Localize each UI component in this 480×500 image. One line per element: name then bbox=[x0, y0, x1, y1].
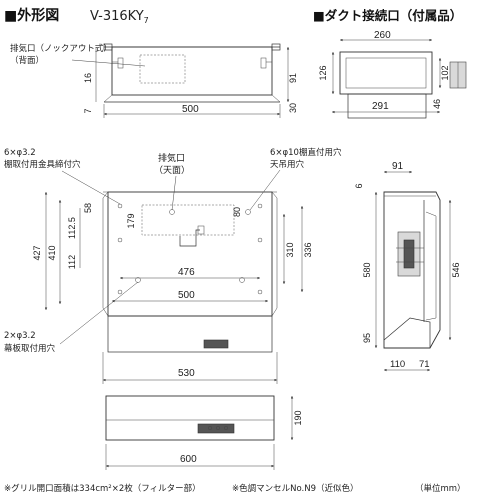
holes-shelf-label: 6×φ3.2 bbox=[4, 148, 36, 158]
exhaust-back-label: 排気口（ノックアウト式） bbox=[10, 43, 112, 54]
top-view-body bbox=[111, 46, 273, 96]
front-view-body bbox=[107, 191, 273, 317]
top-view bbox=[103, 43, 281, 103]
control-panel bbox=[197, 423, 235, 434]
dim-front-58: 58 bbox=[83, 203, 93, 213]
dim-duct-46: 46 bbox=[432, 99, 442, 109]
dim-duct-260: 260 bbox=[374, 30, 391, 41]
dim-side-6: 6 bbox=[354, 183, 364, 188]
exhaust-back-label-2: （背面） bbox=[10, 55, 44, 66]
dim-top-91: 91 bbox=[288, 73, 298, 83]
dim-side-71: 71 bbox=[419, 359, 430, 370]
note-color: ※色調マンセルNo.N9（近似色） bbox=[232, 483, 359, 494]
unit-label: （単位mm） bbox=[415, 483, 466, 494]
side-view bbox=[383, 191, 441, 349]
holes-hang-label-2: 天吊用穴 bbox=[270, 159, 305, 170]
model-number: V-316KY7 bbox=[90, 9, 149, 25]
dim-front-530: 530 bbox=[178, 368, 195, 379]
top-exhaust-port bbox=[141, 204, 235, 236]
dim-front-310: 310 bbox=[285, 242, 295, 257]
exhaust-top-label: 排気口 bbox=[158, 152, 185, 164]
dim-top-30: 30 bbox=[288, 103, 298, 113]
dim-duct-126: 126 bbox=[318, 65, 328, 80]
duct-connector-view bbox=[339, 51, 467, 119]
front-view bbox=[102, 191, 278, 353]
dim-top-500: 500 bbox=[182, 104, 199, 115]
dim-front-427: 427 bbox=[32, 245, 42, 260]
dim-front-179: 179 bbox=[126, 213, 136, 228]
knockout-exhaust-port bbox=[139, 54, 186, 84]
bottom-view bbox=[105, 395, 275, 441]
holes-panel-label-2: 幕板取付用穴 bbox=[4, 343, 56, 354]
dim-top-7: 7 bbox=[83, 108, 93, 113]
dim-bottom-190: 190 bbox=[293, 410, 303, 425]
dim-side-546: 546 bbox=[451, 262, 461, 277]
model-number-sub: 7 bbox=[144, 16, 149, 25]
model-number-main: V-316KY bbox=[90, 9, 144, 24]
dim-side-95: 95 bbox=[362, 333, 372, 343]
dim-side-91: 91 bbox=[392, 161, 404, 172]
holes-shelf-label-2: 棚取付用金具締付穴 bbox=[4, 159, 81, 170]
dim-front-112a: 112.5 bbox=[67, 217, 77, 239]
dim-duct-291: 291 bbox=[372, 101, 389, 112]
holes-panel-label: 2×φ3.2 bbox=[4, 331, 36, 341]
dim-side-110: 110 bbox=[390, 359, 405, 370]
dim-bottom-600: 600 bbox=[180, 454, 197, 465]
dim-top-16: 16 bbox=[83, 73, 93, 83]
dim-front-476: 476 bbox=[178, 267, 195, 278]
section-title: ■外形図 bbox=[4, 7, 59, 24]
dim-front-410: 410 bbox=[47, 245, 57, 260]
dim-front-80: 80 bbox=[232, 207, 242, 217]
dim-side-580: 580 bbox=[362, 262, 372, 277]
bottom-view-body bbox=[105, 395, 275, 441]
dim-duct-102: 102 bbox=[440, 65, 450, 80]
dim-front-500: 500 bbox=[178, 290, 195, 301]
duct-section-title: ■ダクト接続口（付属品） bbox=[313, 8, 462, 23]
dim-front-112b: 112 bbox=[67, 255, 77, 269]
exhaust-top-label-2: （天面） bbox=[154, 165, 190, 176]
holes-hang-label: 6×φ10棚直付用穴 bbox=[270, 147, 342, 158]
note-grille: ※グリル開口面積は334cm²×2枚（フィルター部） bbox=[4, 483, 201, 494]
dim-front-336: 336 bbox=[303, 242, 313, 257]
